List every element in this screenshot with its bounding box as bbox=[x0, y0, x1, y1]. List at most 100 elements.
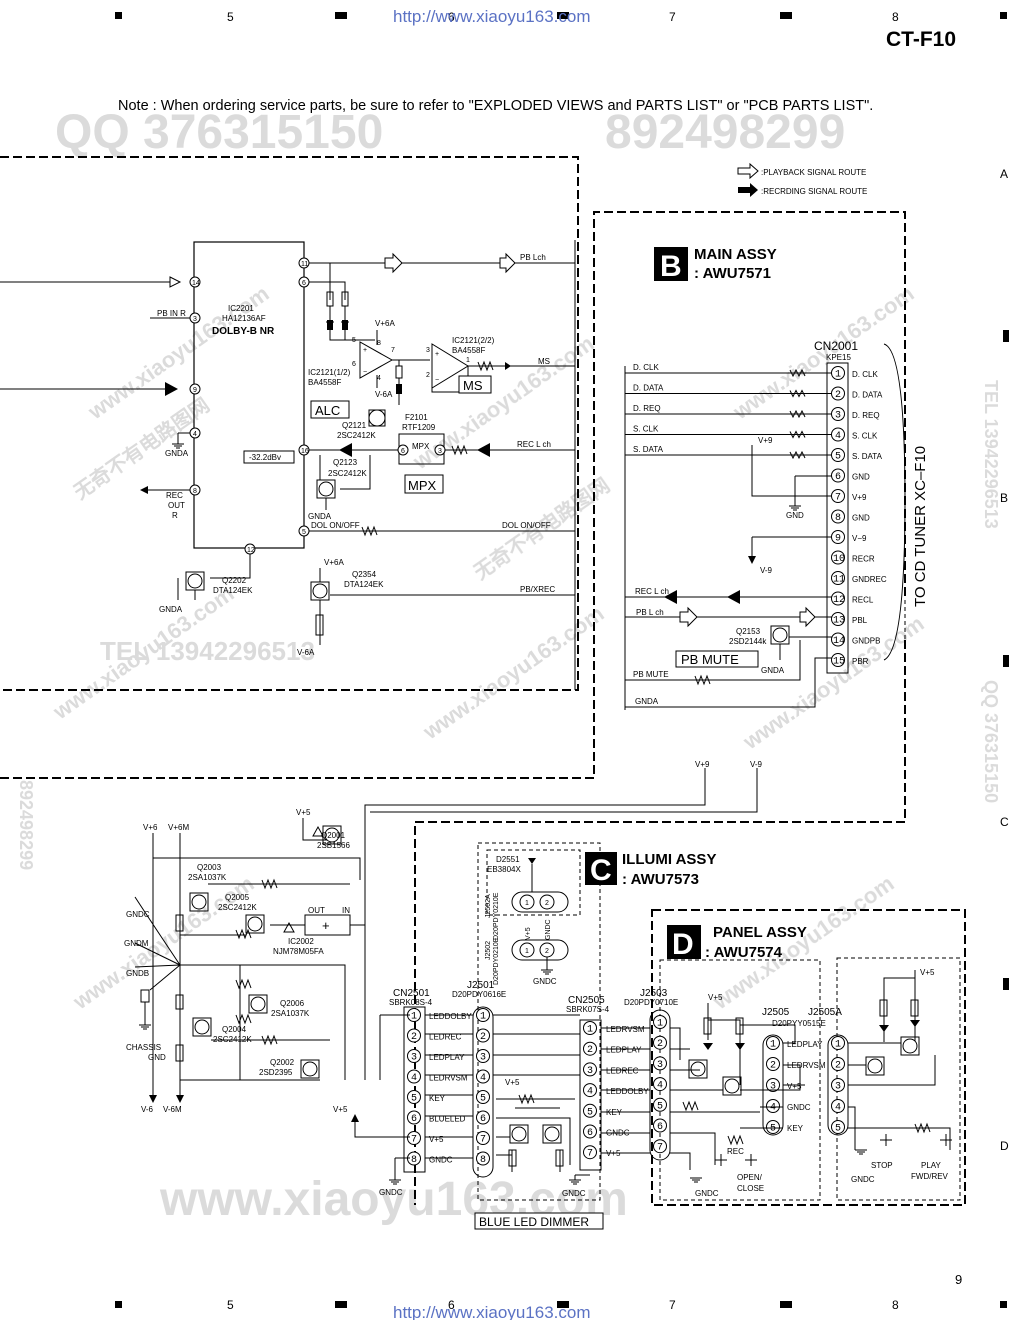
cn2001-pin-label: GNDPB bbox=[852, 637, 880, 646]
cn2505-pin-number: 2 bbox=[587, 1045, 593, 1056]
q2005-label: Q2005 bbox=[225, 893, 250, 902]
svg-text:8: 8 bbox=[193, 488, 197, 495]
cn2001-pin-label: RECL bbox=[852, 596, 874, 605]
cn2001-pin-label: GND bbox=[852, 473, 870, 482]
watermark-num: 892498299 bbox=[605, 106, 845, 159]
cn2501-pin-label: GNDC bbox=[429, 1156, 453, 1165]
vp5-label: V+5 bbox=[296, 808, 311, 817]
dbv-label: -32.2dBv bbox=[249, 453, 281, 462]
watermark-site-6: www.xiaoyu163.com bbox=[738, 611, 929, 755]
rec-l-label: REC L ch bbox=[517, 440, 551, 449]
j2501-pin-2: 2 bbox=[476, 1028, 490, 1043]
legend: :PLAYBACK SIGNAL ROUTE :RECRDING SIGNAL … bbox=[737, 162, 867, 197]
cn2001-signal-label: D. REQ bbox=[633, 404, 661, 413]
j2501-label: J2501 bbox=[467, 980, 495, 991]
source-url-bottom[interactable]: http://www.xiaoyu163.com bbox=[393, 1303, 590, 1320]
col-label-7: 7 bbox=[669, 10, 676, 24]
cn2001-pin-label: GND bbox=[852, 514, 870, 523]
q2003-transistor bbox=[189, 892, 209, 912]
cn2001-pin-label: V−9 bbox=[852, 534, 867, 543]
svg-text:+: + bbox=[435, 351, 439, 358]
panel-q3-transistor bbox=[865, 1056, 885, 1076]
cn2505-label: CN2505 bbox=[568, 995, 605, 1006]
ms-box bbox=[458, 375, 492, 394]
block-c-title: ILLUMI ASSY bbox=[622, 851, 716, 868]
q2153-label: Q2153 bbox=[736, 627, 761, 636]
j2505-pin-number: 1 bbox=[770, 1040, 776, 1051]
cn2001-pin-label: V+9 bbox=[852, 493, 867, 502]
svg-text:−: − bbox=[435, 377, 439, 384]
illumi-section: C ILLUMI ASSY : AWU7573 D2551 EB3804X 1 … bbox=[425, 842, 716, 1230]
j2505a-pin-3: 3V+5 bbox=[787, 1078, 845, 1093]
gnda-label: GNDA bbox=[165, 449, 189, 458]
block-b-badge bbox=[654, 247, 688, 281]
panel-q2-transistor bbox=[722, 1076, 742, 1096]
col-label-6: 6 bbox=[448, 10, 455, 24]
j2502a-part: D20PDY0210E bbox=[493, 892, 500, 940]
col-label-5: 5 bbox=[227, 10, 234, 24]
j2505-part: D20PYY0515E bbox=[772, 1019, 826, 1028]
panel-play-label: PLAY bbox=[921, 1161, 942, 1170]
watermark-tel-v: TEL 13942296513 bbox=[981, 380, 1001, 529]
j2501-pin-number: 3 bbox=[480, 1053, 486, 1064]
ic2002-out: OUT bbox=[308, 906, 325, 915]
svg-text:2: 2 bbox=[426, 372, 430, 379]
cn2001-pin-number: 9 bbox=[835, 534, 841, 545]
cn2501-pin-label: LEDREC bbox=[429, 1033, 462, 1042]
q2354-label: Q2354 bbox=[352, 570, 377, 579]
cn2501-pin-number: 7 bbox=[411, 1135, 417, 1146]
cn2001-pin-label: S. DATA bbox=[852, 452, 883, 461]
vm6-label: V-6 bbox=[141, 1105, 154, 1114]
cn2501-label: CN2501 bbox=[393, 988, 430, 999]
q2002-part: 2SD2395 bbox=[259, 1068, 293, 1077]
panel-vp5: V+5 bbox=[708, 993, 723, 1002]
j2505a-pin-label: GNDC bbox=[787, 1103, 811, 1112]
cn2505-pin-number: 3 bbox=[587, 1066, 593, 1077]
gnda-line-label: GNDA bbox=[635, 697, 659, 706]
warning-icon-2 bbox=[283, 921, 295, 933]
watermark-tel: TEL 13942296513 bbox=[100, 636, 315, 666]
watermark-qq: QQ 376315150 bbox=[55, 106, 383, 159]
ic2002-part: NJM78M05FA bbox=[273, 947, 324, 956]
cn2505-pin-label: LEDDOLBY bbox=[606, 1087, 649, 1096]
j2501-pin-number: 4 bbox=[480, 1073, 486, 1084]
q2202-part: DTA124EK bbox=[213, 586, 253, 595]
svg-text:1: 1 bbox=[525, 900, 529, 907]
chassis-label-2: GND bbox=[148, 1053, 166, 1062]
cn2001-pb-l: PB L ch bbox=[636, 608, 664, 617]
cn2505-pin-number: 4 bbox=[587, 1087, 593, 1098]
cn2001-pin-number: 1 bbox=[835, 370, 841, 381]
pb-mute-box bbox=[675, 650, 759, 668]
q2123-label: Q2123 bbox=[333, 458, 358, 467]
ic2201-name: DOLBY-B NR bbox=[212, 326, 275, 337]
j2503-pin-number: 6 bbox=[657, 1122, 663, 1133]
j2505-pin-number: 5 bbox=[770, 1124, 776, 1135]
gndb-label: GNDB bbox=[126, 969, 149, 978]
svg-text:9: 9 bbox=[193, 387, 197, 394]
svg-text:6: 6 bbox=[302, 280, 306, 287]
panel-vp5b: V+5 bbox=[920, 968, 935, 977]
f2101-part: RTF1209 bbox=[402, 423, 436, 432]
cn2001-side-label: TO CD TUNER XC–F10 bbox=[912, 446, 929, 607]
ic2002-in: IN bbox=[342, 906, 350, 915]
cn2001-pin-number: 14 bbox=[833, 636, 845, 647]
svg-text:7: 7 bbox=[391, 347, 395, 354]
j2502a-label: J2502A bbox=[485, 894, 492, 918]
illumi-q1-transistor bbox=[509, 1124, 529, 1144]
block-d-title: PANEL ASSY bbox=[713, 924, 807, 941]
cn2001-body bbox=[826, 362, 849, 674]
q2006-label: Q2006 bbox=[280, 999, 305, 1008]
col-label-5-bottom: 5 bbox=[227, 1298, 234, 1312]
illumi-gndc2: GNDC bbox=[533, 977, 557, 986]
cn2001-pin-label: D. REQ bbox=[852, 411, 880, 420]
q2001-part: 2SB1566 bbox=[317, 841, 350, 850]
source-url-top[interactable]: http://www.xiaoyu163.com bbox=[393, 7, 590, 26]
pb-xrec-label: PB/XREC bbox=[520, 585, 555, 594]
